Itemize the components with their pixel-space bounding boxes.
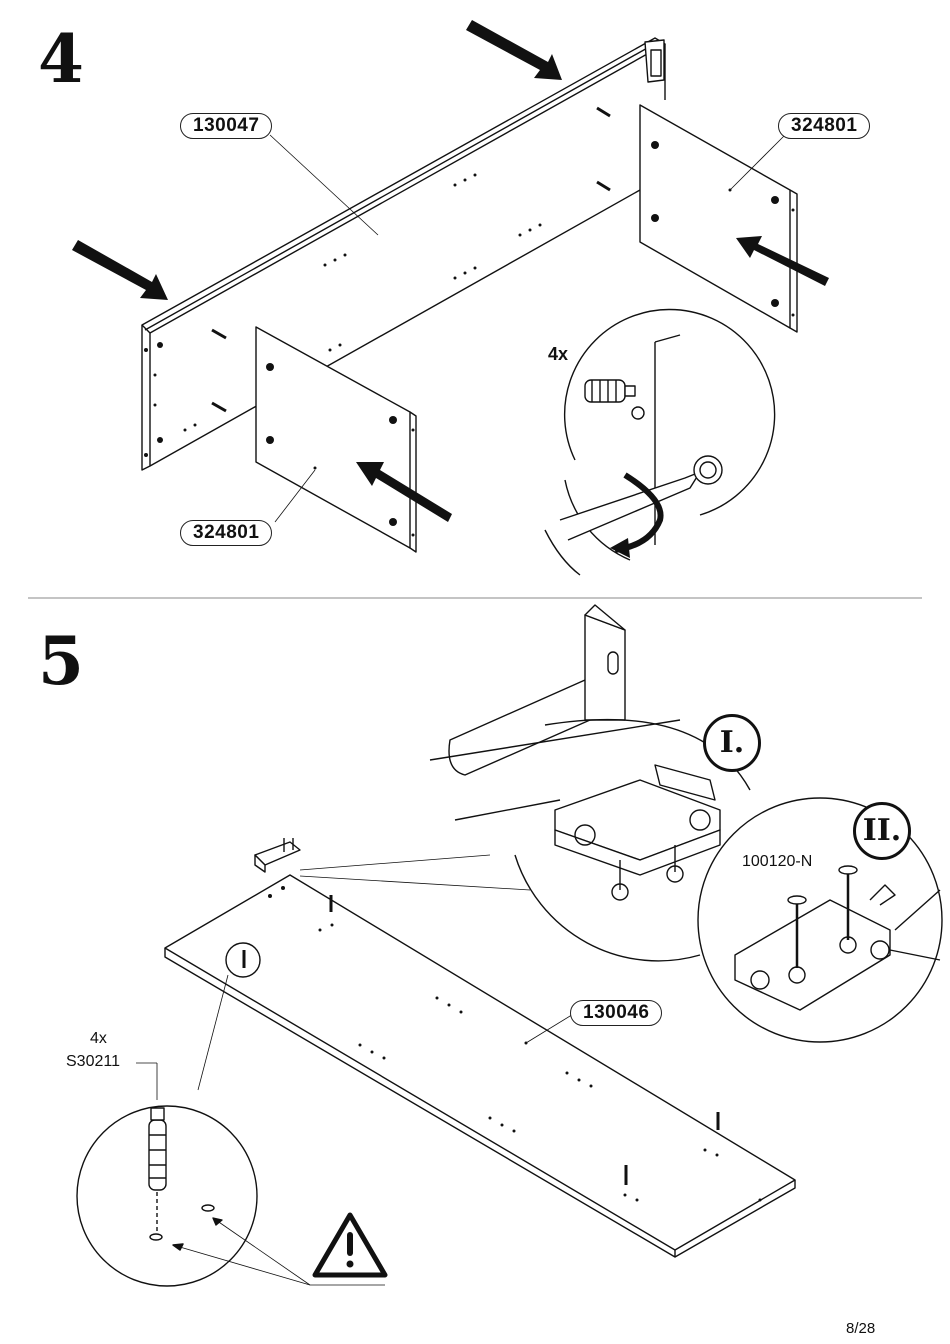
hammer-icon: [448, 604, 626, 776]
page-number: 8/28: [846, 1320, 876, 1337]
fitting-code: 100120-N: [742, 853, 813, 870]
callout-II: II.: [853, 802, 911, 860]
dowel-code: S30211: [66, 1053, 120, 1070]
screwdriver-icon: [544, 455, 723, 576]
hinge-plate-icon: [254, 838, 301, 873]
dowel-quantity: 4x: [90, 1030, 107, 1047]
cam-dowel-icon: [148, 1107, 167, 1191]
cam-dowel-icon: [211, 106, 611, 413]
warning-icon: [312, 1212, 388, 1278]
part-label-324801-right: 324801: [778, 113, 871, 139]
cam-dowel-icon: [242, 895, 720, 1185]
panel-130047: [141, 37, 666, 471]
panel-324801-left: [255, 326, 417, 553]
panel-324801-right: [639, 104, 798, 333]
panel-130046: [164, 874, 796, 1258]
holes-130047: [144, 173, 542, 457]
part-label-130046: 130046: [570, 1000, 663, 1026]
screw-icon: [787, 865, 858, 968]
quantity-4x: 4x: [548, 344, 569, 364]
hinge-plate-icon: [554, 764, 721, 901]
arrow-icon: [72, 20, 829, 522]
holes-130046: [268, 886, 762, 1202]
step-number-5: 5: [38, 622, 84, 700]
part-label-130047: 130047: [180, 113, 273, 139]
part-label-324801-left: 324801: [180, 520, 273, 546]
cam-dowel-icon: [584, 379, 645, 420]
hinge-plate-icon: [734, 884, 896, 1011]
dowel-detail: [544, 308, 776, 576]
callout-I: I.: [703, 714, 761, 772]
step-number-4: 4: [38, 20, 84, 98]
